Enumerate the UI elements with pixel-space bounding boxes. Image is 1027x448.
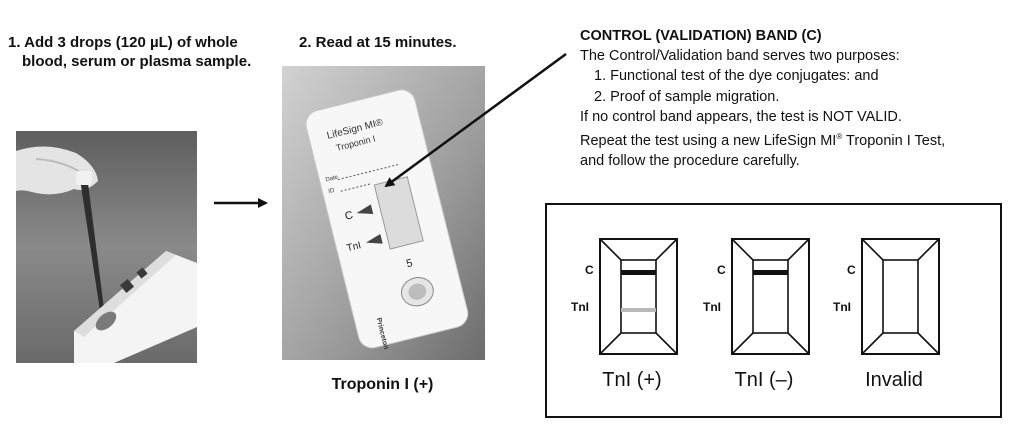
- step-1-text: 1. Add 3 drops (120 µL) of whole blood, …: [8, 33, 298, 71]
- step-1-line-1: 1. Add 3 drops (120 µL) of whole: [8, 34, 238, 51]
- registered-mark: ®: [836, 132, 843, 142]
- control-band: [753, 270, 788, 275]
- result-c-label: C: [847, 263, 856, 277]
- device-well-number: 5: [405, 257, 414, 270]
- control-info-line-1: The Control/Validation band serves two p…: [580, 48, 900, 65]
- step-2-text: 2. Read at 15 minutes.: [299, 34, 457, 51]
- sample-application-photo: [16, 131, 197, 363]
- device-tni-marker: TnI: [346, 240, 363, 254]
- control-band-title: CONTROL (VALIDATION) BAND (C): [580, 28, 822, 44]
- result-tni-label: TnI: [703, 300, 721, 314]
- result-caption: TnI (+): [602, 369, 662, 391]
- control-info-line-3: Repeat the test using a new LifeSign MI®…: [580, 127, 945, 151]
- control-info-item-2: 2. Proof of sample migration.: [594, 88, 780, 105]
- result-tni-label: TnI: [571, 300, 589, 314]
- test-band: [621, 308, 656, 312]
- device-c-marker: C: [344, 209, 355, 223]
- result-strip: [861, 238, 940, 355]
- control-info-line-2: If no control band appears, the test is …: [580, 108, 902, 125]
- control-band-info: CONTROL (VALIDATION) BAND (C) The Contro…: [580, 26, 945, 171]
- result-caption: Invalid: [865, 369, 923, 391]
- results-panel: C TnI TnI (+) C TnI TnI (–) C TnI Invalid: [545, 203, 1002, 418]
- result-strip: [599, 238, 678, 355]
- step-1-line-2: blood, serum or plasma sample.: [22, 53, 252, 70]
- control-info-line-3-start: Repeat the test using a new LifeSign MI: [580, 133, 837, 150]
- control-info-line-4: and follow the procedure carefully.: [580, 153, 800, 170]
- device-date-label: Date: [325, 174, 339, 183]
- result-c-label: C: [717, 263, 726, 277]
- control-info-line-3-end: Troponin I Test,: [842, 133, 946, 150]
- result-caption: TnI (–): [734, 369, 794, 391]
- result-strip: [731, 238, 810, 355]
- result-tni-label: TnI: [833, 300, 851, 314]
- control-info-item-1: 1. Functional test of the dye conjugates…: [594, 68, 879, 85]
- device-id-label: ID: [328, 188, 336, 195]
- result-c-label: C: [585, 263, 594, 277]
- test-cassette-photo: LifeSign MI® Troponin I Date ID C TnI 5 …: [282, 66, 485, 360]
- control-band: [621, 270, 656, 275]
- photo-caption: Troponin I (+): [331, 376, 434, 393]
